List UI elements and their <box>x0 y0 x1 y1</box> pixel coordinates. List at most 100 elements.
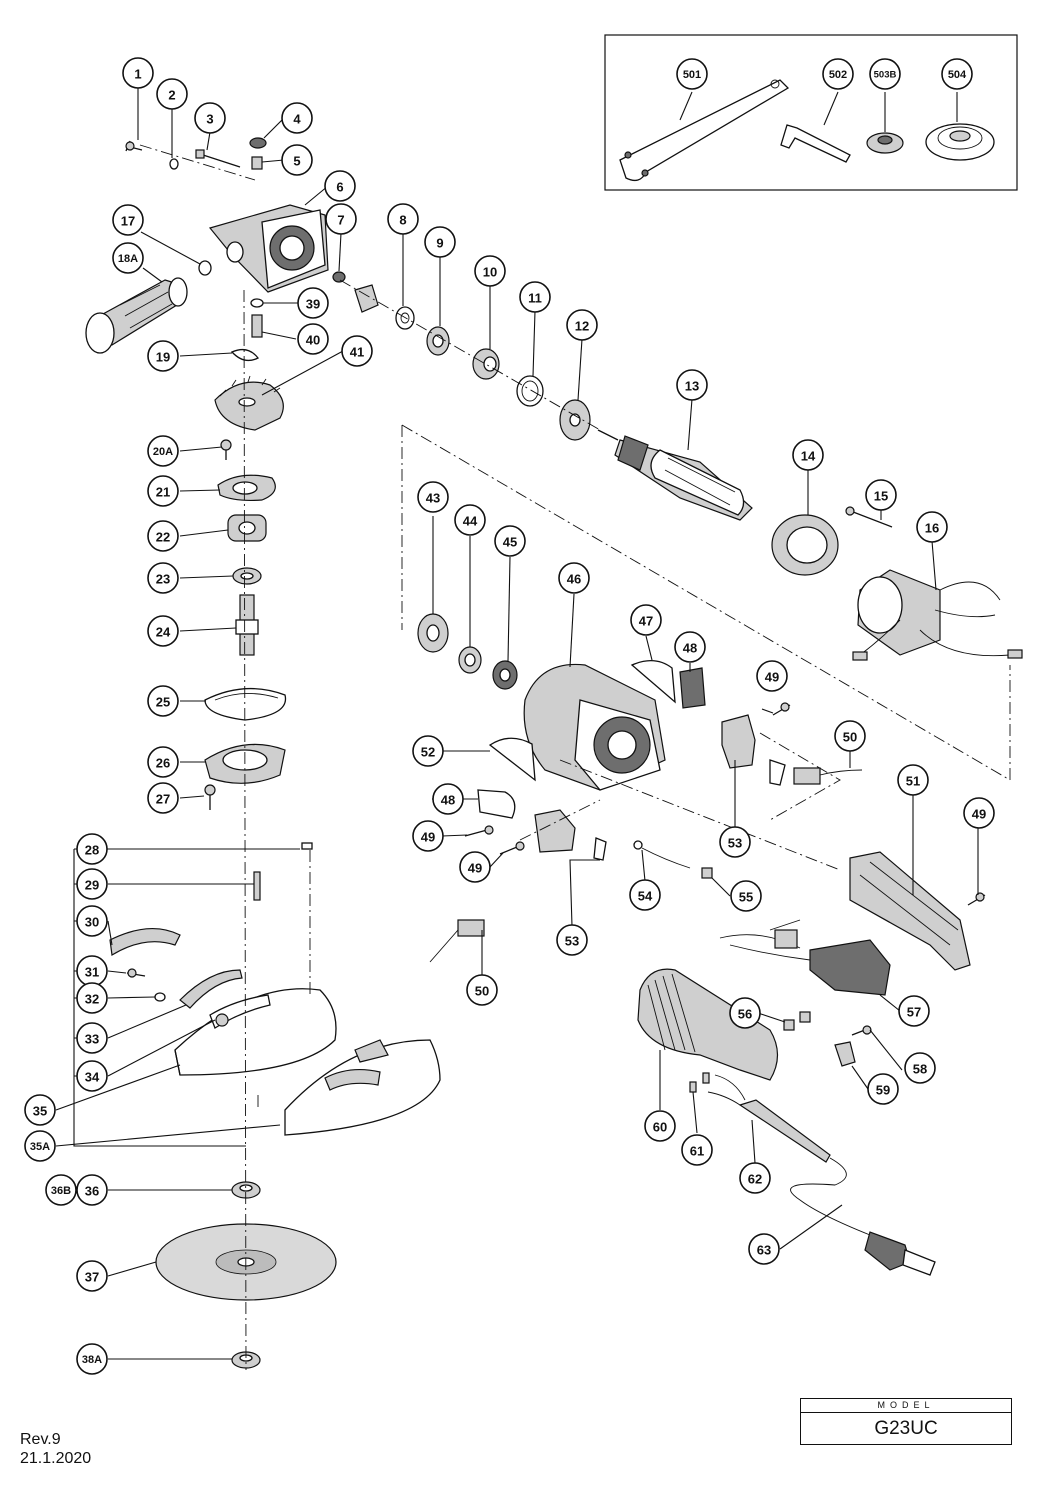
callout-label: 33 <box>85 1032 99 1047</box>
callout-label: 39 <box>306 297 320 312</box>
callout-8: 8 <box>387 203 419 235</box>
callout-14: 14 <box>792 439 824 471</box>
callout-circle <box>147 340 179 372</box>
callout-circle <box>494 525 526 557</box>
callout-27: 27 <box>147 782 179 814</box>
callout-56: 56 <box>729 997 761 1029</box>
callout-circle <box>869 58 901 90</box>
callout-label: 30 <box>85 915 99 930</box>
callout-circle <box>897 764 929 796</box>
callout-45: 45 <box>494 525 526 557</box>
callout-circle <box>147 685 179 717</box>
callout-circle <box>466 974 498 1006</box>
callout-circle <box>941 58 973 90</box>
callout-24: 24 <box>147 615 179 647</box>
callout-40: 40 <box>297 323 329 355</box>
callout-circle <box>867 1073 899 1105</box>
callout-label: 17 <box>121 214 135 229</box>
callout-label: 36B <box>51 1185 71 1197</box>
callout-circle <box>459 851 491 883</box>
callout-label: 34 <box>85 1070 100 1085</box>
callout-circle <box>898 995 930 1027</box>
callout-19: 19 <box>147 340 179 372</box>
callout-circle <box>730 880 762 912</box>
callout-circle <box>756 660 788 692</box>
callout-1: 1 <box>122 57 154 89</box>
callout-circle <box>76 905 108 937</box>
callout-label: 49 <box>421 830 435 845</box>
callout-label: 18A <box>118 253 138 265</box>
callout-label: 27 <box>156 792 170 807</box>
callout-label: 44 <box>463 514 478 529</box>
callout-49: 49 <box>963 797 995 829</box>
callout-circle <box>324 170 356 202</box>
callout-circle <box>630 604 662 636</box>
callout-502: 502 <box>822 58 854 90</box>
callout-30: 30 <box>76 905 108 937</box>
callout-15: 15 <box>865 479 897 511</box>
callout-12: 12 <box>566 309 598 341</box>
callout-label: 37 <box>85 1270 99 1285</box>
callout-label: 53 <box>728 836 742 851</box>
callout-label: 63 <box>757 1243 771 1258</box>
callout-35A: 35A <box>24 1130 56 1162</box>
callout-28: 28 <box>76 833 108 865</box>
callout-circle <box>629 879 661 911</box>
callout-label: 502 <box>829 69 847 81</box>
callout-circle <box>822 58 854 90</box>
callout-circle <box>729 997 761 1029</box>
callout-circle <box>412 735 444 767</box>
callout-label: 501 <box>683 69 701 81</box>
callout-20A: 20A <box>147 435 179 467</box>
callout-48: 48 <box>674 631 706 663</box>
callout-33: 33 <box>76 1022 108 1054</box>
callout-circle <box>194 102 226 134</box>
callout-44: 44 <box>454 504 486 536</box>
callout-circle <box>122 57 154 89</box>
callout-circle <box>325 203 357 235</box>
callout-label: 47 <box>639 614 653 629</box>
callout-label: 25 <box>156 695 170 710</box>
callout-53: 53 <box>719 826 751 858</box>
callout-label: 15 <box>874 489 888 504</box>
callout-36: 36 <box>76 1174 108 1206</box>
callout-label: 49 <box>468 861 482 876</box>
callout-circle <box>644 1110 676 1142</box>
callout-label: 12 <box>575 319 589 334</box>
callout-label: 5 <box>293 154 300 169</box>
callout-label: 9 <box>436 236 443 251</box>
callout-circle <box>76 1343 108 1375</box>
callout-11: 11 <box>519 281 551 313</box>
callout-label: 59 <box>876 1083 890 1098</box>
callout-34: 34 <box>76 1060 108 1092</box>
callout-label: 24 <box>156 625 171 640</box>
callout-7: 7 <box>325 203 357 235</box>
callout-52: 52 <box>412 735 444 767</box>
callout-label: 35A <box>30 1141 50 1153</box>
callout-label: 6 <box>336 180 343 195</box>
callout-circle <box>76 1260 108 1292</box>
callout-label: 50 <box>843 730 857 745</box>
callout-label: 10 <box>483 265 497 280</box>
model-box: MODEL G23UC <box>800 1398 1012 1445</box>
callout-circle <box>24 1130 56 1162</box>
callout-58: 58 <box>904 1052 936 1084</box>
callout-circle <box>454 504 486 536</box>
callout-label: 7 <box>337 213 344 228</box>
callout-label: 32 <box>85 992 99 1007</box>
callout-label: 51 <box>906 774 920 789</box>
callout-label: 40 <box>306 333 320 348</box>
callout-3: 3 <box>194 102 226 134</box>
callout-circle <box>719 826 751 858</box>
callout-label: 2 <box>168 88 175 103</box>
callout-circle <box>916 511 948 543</box>
callout-label: 41 <box>350 345 364 360</box>
callout-label: 29 <box>85 878 99 893</box>
callout-circle <box>147 746 179 778</box>
callout-label: 38A <box>82 1354 102 1366</box>
callout-46: 46 <box>558 562 590 594</box>
callout-label: 23 <box>156 572 170 587</box>
callout-26: 26 <box>147 746 179 778</box>
callout-22: 22 <box>147 520 179 552</box>
callout-circle <box>76 1060 108 1092</box>
